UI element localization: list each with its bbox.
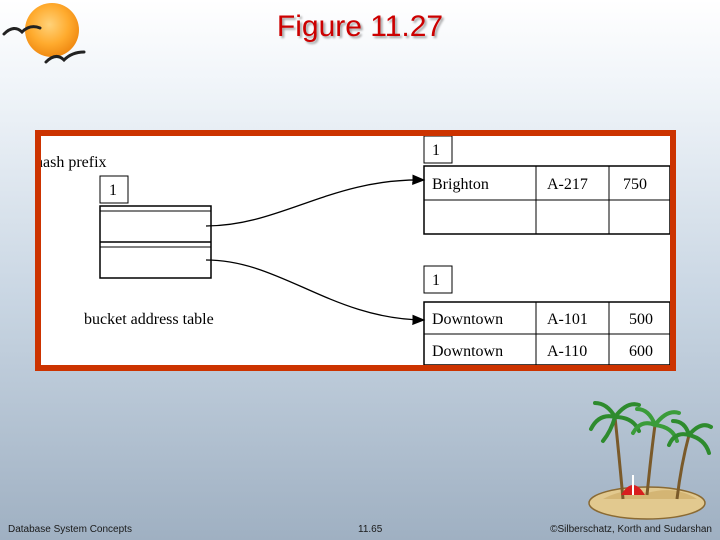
figure-frame: hash prefix 1 bucket address table 1 [35, 130, 676, 371]
bucket-1: Brighton A-217 750 [423, 165, 670, 235]
footer-copyright: ©Silberschatz, Korth and Sudarshan [550, 524, 712, 535]
footer-slide-number: 11.65 [358, 524, 383, 535]
footer-course-title: Database System Concepts [8, 524, 132, 535]
pointer-arrow-bucket-2 [205, 259, 426, 326]
bucket-2-prefix-value: 1 [432, 272, 440, 289]
bucket-1-prefix-value: 1 [432, 142, 440, 159]
bucket-2-prefix-box [423, 265, 453, 294]
record-balance: 500 [629, 311, 653, 328]
record-branch: Downtown [432, 311, 503, 328]
bucket-address-label: bucket address table [84, 311, 214, 328]
bucket-2: Downtown A-101 500 Downtown A-110 600 [423, 301, 670, 365]
bucket-1-prefix-box [423, 136, 453, 164]
extendable-hash-diagram: hash prefix 1 bucket address table 1 [41, 136, 670, 365]
palm-island-icon [588, 401, 713, 520]
record-branch: Brighton [432, 176, 489, 193]
record-branch: Downtown [432, 343, 503, 360]
slide-title: Figure 11.27 [276, 10, 444, 43]
record-balance: 750 [623, 176, 647, 193]
hash-prefix-label: hash prefix [41, 154, 107, 171]
record-account: A-217 [547, 176, 588, 193]
table-prefix-value: 1 [109, 182, 117, 199]
figure-canvas: hash prefix 1 bucket address table 1 [41, 136, 670, 365]
record-account: A-110 [547, 343, 587, 360]
record-balance: 600 [629, 343, 653, 360]
pointer-arrow-bucket-1 [205, 174, 426, 227]
seagulls-sun-icon [2, 3, 86, 64]
table-prefix-box [99, 175, 129, 204]
record-account: A-101 [547, 311, 588, 328]
